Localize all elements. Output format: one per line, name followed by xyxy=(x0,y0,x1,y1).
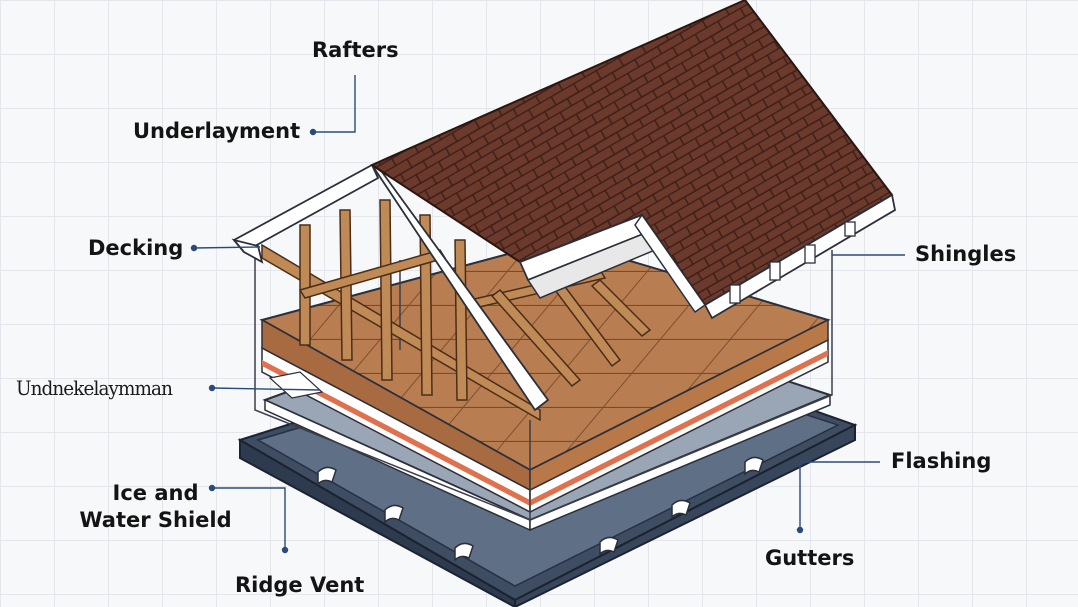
leader-flashing xyxy=(799,461,880,530)
label-ice-water-shield: Ice and Water Shield xyxy=(78,480,233,534)
label-shingles: Shingles xyxy=(915,242,1017,266)
label-flashing: Flashing xyxy=(891,449,992,473)
label-ice-water-line2: Water Shield xyxy=(79,508,232,532)
leader-ice-water xyxy=(212,487,286,550)
label-underlayment-garbled: Undnekelaymman xyxy=(16,376,173,400)
label-underlayment: Underlayment xyxy=(133,119,301,143)
underlayment-sheet xyxy=(268,371,324,399)
label-rafters: Rafters xyxy=(312,38,399,62)
leader-decking xyxy=(193,246,261,249)
gutter-brackets xyxy=(317,456,764,562)
label-decking: Decking xyxy=(88,236,184,260)
gable-trim xyxy=(231,163,550,412)
gutter-bracket xyxy=(599,536,619,556)
gutter-bracket xyxy=(384,504,404,524)
eave-brackets xyxy=(729,221,856,304)
label-ridge-vent: Ridge Vent xyxy=(235,573,365,597)
rafter-framing xyxy=(261,199,652,422)
leader-lines xyxy=(190,75,905,554)
label-ice-water-line1: Ice and xyxy=(112,481,199,505)
leader-underlayment-garbled xyxy=(211,387,321,391)
gutter-bracket xyxy=(454,542,474,562)
leader-rafters xyxy=(313,75,356,133)
gutter-bracket xyxy=(317,466,337,486)
label-gutters: Gutters xyxy=(765,546,855,570)
gutter-bracket xyxy=(744,456,764,476)
gutter-bracket xyxy=(671,499,691,519)
